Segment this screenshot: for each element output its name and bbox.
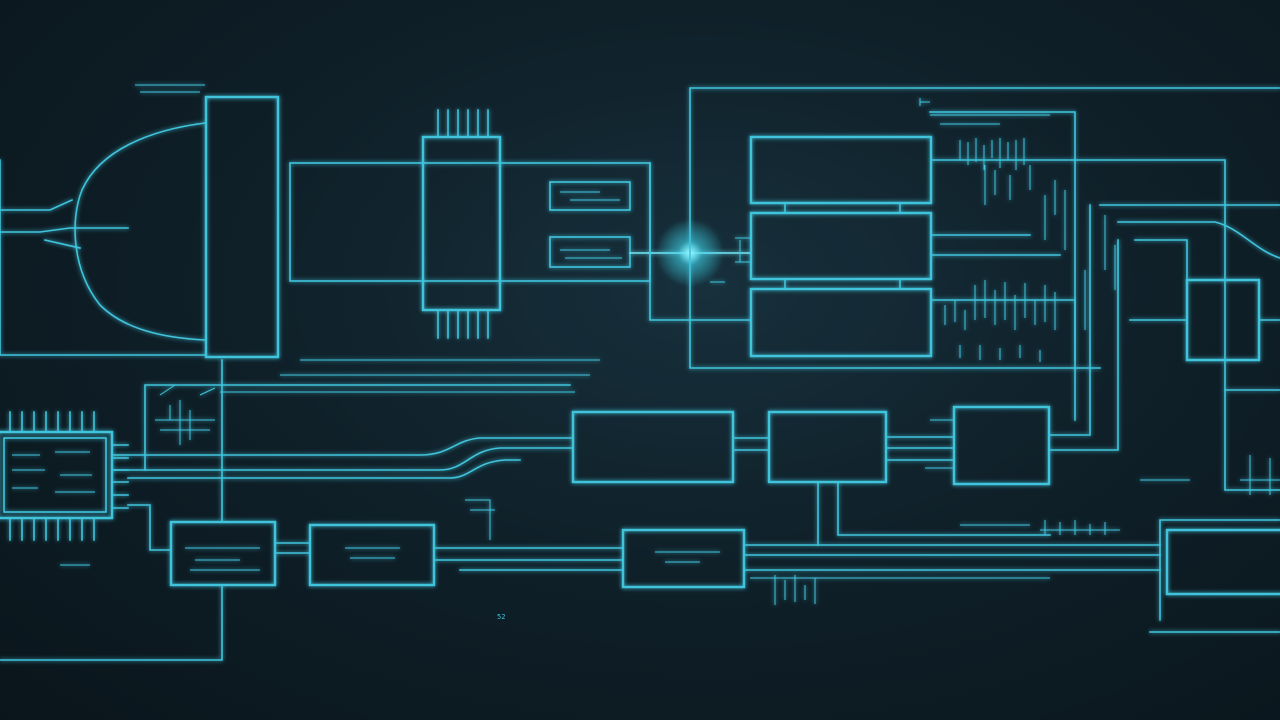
- small-label-box-2: [549, 236, 631, 268]
- stacked-blocks: [749, 135, 933, 358]
- ic-chip-top: [421, 109, 502, 339]
- block-bottom-right: [1149, 519, 1280, 633]
- bottom-marker-label: 52: [497, 613, 505, 621]
- small-label-box-1: [549, 181, 631, 211]
- outer-frame: [689, 87, 1280, 369]
- tick-cluster-top: [930, 114, 1066, 250]
- block-mid-2: [767, 410, 888, 484]
- block-bottom-3: [621, 528, 746, 589]
- block-mid-3: [952, 405, 1051, 486]
- bus-top: [111, 437, 573, 456]
- component-bottom-ticks: [465, 499, 1106, 605]
- horn-antenna-block: [0, 84, 206, 356]
- block-mid-1: [571, 410, 735, 484]
- small-component-left: [155, 384, 216, 445]
- wide-frame: [289, 162, 651, 282]
- block-bottom-2: [308, 523, 436, 587]
- ic-chip-left: [0, 411, 129, 541]
- sense-block-right: [1129, 239, 1261, 362]
- tall-block: [204, 95, 280, 359]
- block-bottom-1: [169, 520, 277, 587]
